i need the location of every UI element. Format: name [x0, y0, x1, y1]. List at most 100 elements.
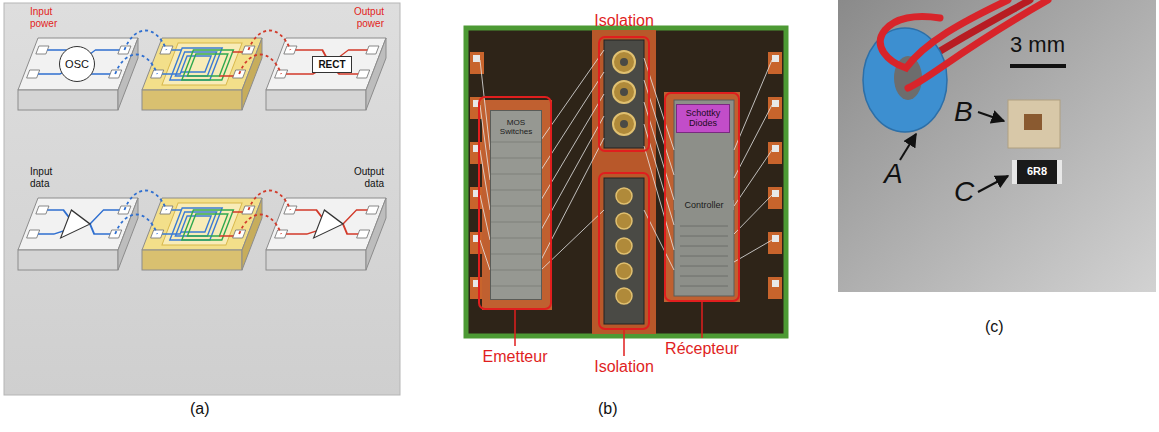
block-side	[242, 38, 262, 110]
leader-line	[514, 310, 516, 346]
dashed-coupling	[248, 191, 290, 211]
trace	[162, 50, 189, 74]
diode-block: Schottky Diodes	[676, 104, 730, 133]
chip-block	[142, 198, 262, 270]
block-top	[266, 38, 386, 90]
block-side	[118, 38, 138, 110]
lead-pad	[772, 190, 779, 197]
bond-pad	[357, 70, 370, 78]
amplifier-symbol	[314, 210, 349, 238]
node-label: Isolation	[594, 358, 654, 376]
coil-ring	[613, 113, 635, 135]
lead-pad	[473, 55, 480, 62]
rectifier-box: RECT	[312, 56, 351, 73]
isolation-frame: Isolation	[598, 172, 650, 330]
block-front	[142, 250, 242, 270]
isolation-chip	[604, 178, 644, 324]
lead-pad	[772, 100, 779, 107]
block-surface	[148, 43, 256, 85]
emitter-frame: EmetteurMOS Switches	[478, 96, 552, 310]
chip-detail	[680, 236, 728, 237]
chip-label: Controller	[674, 200, 734, 210]
coil-ring	[613, 51, 635, 73]
pointer-arrow	[978, 176, 1008, 192]
board-photo	[466, 28, 786, 336]
transformer-area	[162, 203, 242, 245]
panel-caption: (b)	[598, 400, 618, 418]
secondary-winding	[187, 214, 227, 236]
block-top	[266, 198, 386, 250]
signal-label: Input power	[30, 6, 64, 30]
oscillator-circle: OSC	[59, 46, 95, 82]
bond-wire	[480, 195, 490, 240]
isolation-chip	[604, 40, 644, 148]
bond-pad	[36, 46, 49, 54]
chip-detail	[680, 256, 728, 257]
resistor-body	[1012, 160, 1062, 184]
copper-lead	[768, 232, 782, 254]
lead-pad	[772, 145, 779, 152]
primary-winding	[170, 48, 222, 80]
chip-detail	[680, 246, 728, 247]
part-marking: 6R8	[1017, 165, 1057, 177]
coil-center	[620, 120, 628, 128]
copper-lead	[470, 277, 484, 299]
receiver-chip	[674, 100, 734, 296]
isolation-frame: Isolation	[598, 36, 650, 152]
signal-label: Output power	[344, 6, 384, 30]
die-pad	[482, 100, 552, 310]
node-label: Isolation	[594, 12, 654, 30]
chip-block	[18, 38, 138, 110]
copper-lead	[470, 232, 484, 254]
resistor-cap	[1057, 160, 1062, 184]
chip-detail	[680, 226, 728, 227]
block-side	[366, 38, 386, 110]
dashed-coupling	[248, 31, 290, 51]
block-surface	[275, 206, 379, 238]
bond-wire	[480, 105, 490, 180]
chip-block	[18, 198, 138, 270]
panel-caption: (a)	[190, 400, 210, 418]
chip-detail	[680, 286, 728, 287]
primary-winding	[175, 52, 216, 76]
copper-lead	[470, 97, 484, 119]
coil-center	[620, 58, 628, 66]
primary-winding	[170, 208, 222, 240]
bond-pad	[27, 70, 40, 78]
copper-lead	[768, 187, 782, 209]
panel-background	[4, 3, 400, 395]
block-side	[366, 198, 386, 270]
node-label: MOS Switches	[491, 117, 541, 138]
scale-bar	[1010, 64, 1066, 68]
coil-ring	[616, 288, 632, 304]
node-label: RECT	[318, 59, 345, 70]
coil-ring	[616, 238, 632, 254]
dashed-coupling	[124, 31, 166, 51]
dashed-coupling	[115, 215, 157, 235]
block-front	[18, 90, 118, 110]
chip-block	[266, 198, 386, 270]
block-front	[18, 250, 118, 270]
copper-lead	[768, 277, 782, 299]
amplifier-symbol	[61, 210, 96, 238]
part-letter: C	[954, 176, 974, 208]
node-label: Emetteur	[483, 348, 548, 366]
block-top	[142, 38, 262, 90]
lead-pad	[772, 280, 779, 287]
coil-ring	[616, 188, 632, 204]
dashed-coupling	[239, 55, 281, 75]
photo-background	[838, 0, 1156, 292]
dashed-coupling	[124, 191, 166, 211]
leader-line	[701, 302, 703, 338]
inductor-coil	[1024, 114, 1042, 130]
block-front	[266, 250, 366, 270]
pointer-arrow	[900, 134, 916, 160]
panel-caption: (c)	[985, 318, 1004, 336]
bond-wire	[480, 240, 490, 270]
block-top	[18, 198, 138, 250]
node-label: Récepteur	[665, 340, 739, 358]
leader-line	[623, 330, 625, 356]
